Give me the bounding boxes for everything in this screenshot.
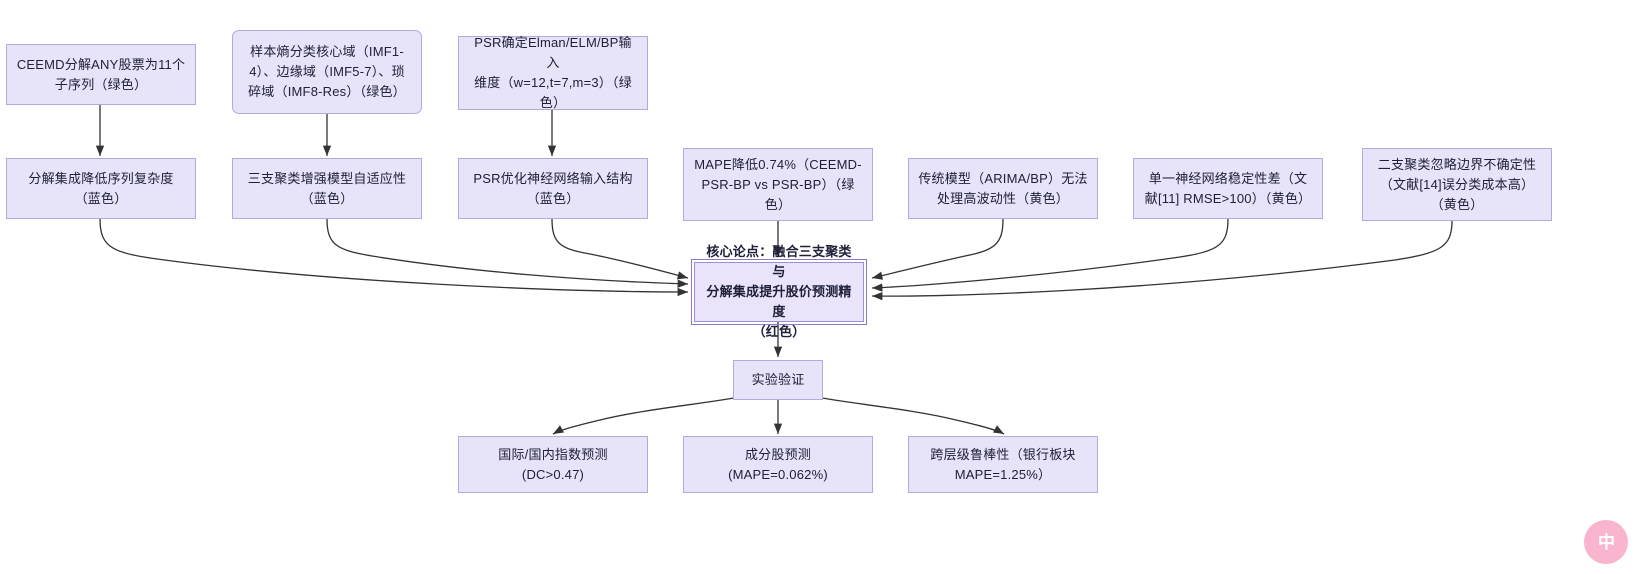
node-core-thesis[interactable]: 核心论点：融合三支聚类与 分解集成提升股价预测精度 （红色） xyxy=(691,244,867,339)
edge-n5-core xyxy=(326,218,689,288)
watermark-text: 中 xyxy=(1598,532,1615,552)
node-sample-entropy-classification[interactable]: 样本熵分类核心域（IMF1- 4）、边缘域（IMF5-7）、琐 碎域（IMF8-… xyxy=(232,30,422,114)
node-label: 分解集成降低序列复杂度 （蓝色） xyxy=(28,170,174,206)
node-traditional-models-limitation[interactable]: 传统模型（ARIMA/BP）无法 处理高波动性（黄色） xyxy=(908,158,1098,219)
node-constituent-stock-forecast-result[interactable]: 成分股预测 (MAPE=0.062%) xyxy=(683,436,873,493)
node-two-way-clustering-boundary[interactable]: 二支聚类忽略边界不确定性 （文献[14]误分类成本高） （黄色） xyxy=(1362,148,1552,221)
node-label: CEEMD分解ANY股票为11个 子序列（绿色） xyxy=(16,56,186,92)
node-ceemd-decomposition[interactable]: CEEMD分解ANY股票为11个 子序列（绿色） xyxy=(6,44,196,105)
node-mape-reduction[interactable]: MAPE降低0.74%（CEEMD- PSR-BP vs PSR-BP）（绿 色… xyxy=(683,148,873,221)
node-label: PSR确定Elman/ELM/BP输入 维度（w=12,t=7,m=3）（绿 色… xyxy=(474,35,632,110)
node-label: 实验验证 xyxy=(751,372,805,387)
node-label: 三支聚类增强模型自适应性 （蓝色） xyxy=(247,170,407,206)
node-three-way-clustering-adaptivity[interactable]: 三支聚类增强模型自适应性 （蓝色） xyxy=(232,158,422,219)
edge-n10-core xyxy=(871,220,1453,301)
node-single-network-instability[interactable]: 单一神经网络稳定性差（文 献[11] RMSE>100）（黄色） xyxy=(1133,158,1323,219)
node-decomposition-reduces-complexity[interactable]: 分解集成降低序列复杂度 （蓝色） xyxy=(6,158,196,219)
watermark-badge: 中 xyxy=(1584,520,1628,564)
node-psr-optimizes-network-input[interactable]: PSR优化神经网络输入结构 （蓝色） xyxy=(458,158,648,219)
edge-n6-core xyxy=(551,218,689,280)
edge-n11-n14 xyxy=(821,397,1005,435)
edge-n8-core xyxy=(871,218,1004,280)
node-experimental-validation[interactable]: 实验验证 xyxy=(733,360,823,400)
node-label: MAPE降低0.74%（CEEMD- PSR-BP vs PSR-BP）（绿 色… xyxy=(694,156,862,212)
node-label: 二支聚类忽略边界不确定性 （文献[14]误分类成本高） （黄色） xyxy=(1377,156,1537,212)
node-label: PSR优化神经网络输入结构 （蓝色） xyxy=(473,170,633,206)
edge-n9-core xyxy=(871,218,1229,292)
edge-n11-n12 xyxy=(552,397,735,435)
node-label: 国际/国内指数预测 (DC>0.47) xyxy=(498,446,608,482)
node-label: 单一神经网络稳定性差（文 献[11] RMSE>100）（黄色） xyxy=(1144,170,1312,206)
node-psr-input-dimension[interactable]: PSR确定Elman/ELM/BP输入 维度（w=12,t=7,m=3）（绿 色… xyxy=(458,35,648,110)
node-label: 传统模型（ARIMA/BP）无法 处理高波动性（黄色） xyxy=(918,170,1088,206)
node-cross-level-robustness-result[interactable]: 跨层级鲁棒性（银行板块 MAPE=1.25%） xyxy=(908,436,1098,493)
node-index-forecast-result[interactable]: 国际/国内指数预测 (DC>0.47) xyxy=(458,436,648,493)
node-label: 跨层级鲁棒性（银行板块 MAPE=1.25%） xyxy=(930,446,1076,482)
node-label: 成分股预测 (MAPE=0.062%) xyxy=(728,446,828,482)
node-label: 样本熵分类核心域（IMF1- 4）、边缘域（IMF5-7）、琐 碎域（IMF8-… xyxy=(248,44,406,99)
node-label: 核心论点：融合三支聚类与 分解集成提升股价预测精度 （红色） xyxy=(706,244,852,339)
edge-n4-core xyxy=(99,218,689,297)
